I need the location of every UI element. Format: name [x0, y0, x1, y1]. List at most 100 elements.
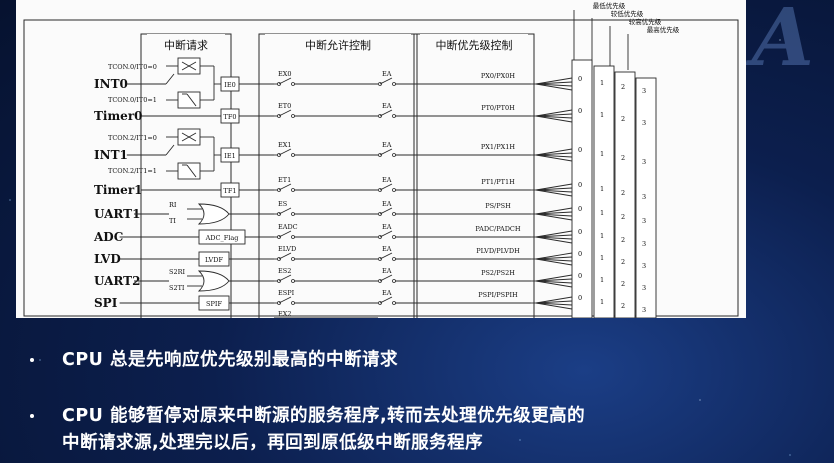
mux-input-label: 0 [578, 205, 582, 213]
mux-input-label: 1 [600, 111, 604, 119]
priority-label-timer0: PT0/PT0H [481, 104, 515, 112]
or-gate [197, 203, 230, 225]
fanout-wire [535, 213, 573, 217]
gate-input-label: RI [169, 201, 177, 209]
mux-input-label: 0 [578, 146, 582, 154]
fanout-wire [535, 183, 573, 191]
diagram-frame [23, 19, 739, 317]
enable-switch-int1 [278, 148, 292, 156]
flag-label-adc: ADC_Flag [205, 234, 239, 242]
section-requests-title: 中断请求 [164, 38, 208, 52]
ea-label: EA [382, 102, 392, 110]
source-label-spi: SPI [94, 296, 118, 310]
ea-switch [379, 230, 393, 238]
section-priority-header-bg [420, 34, 528, 54]
level-symbol-line [186, 93, 197, 107]
enable-label-timer1: ET1 [278, 176, 291, 184]
fanout-wire [535, 109, 573, 117]
priority-mux-1 [593, 65, 615, 318]
source-label-lvd: LVD [94, 252, 121, 266]
fanout-wire [535, 154, 573, 162]
source-label-timer1: Timer1 [94, 183, 143, 197]
fanout-wire [535, 148, 573, 156]
fanout-wire [535, 296, 573, 304]
mux-input-label: 2 [621, 258, 625, 266]
enable-switch-uart1 [278, 207, 292, 215]
fanout-wire [535, 189, 573, 193]
priority-label-uart1: PS/PSH [485, 202, 511, 210]
flag-label-timer1: TF1 [224, 187, 237, 195]
caption-line-2b: 中断请求源,处理完以后，再回到原低级中断服务程序 [62, 433, 484, 453]
enable-label-lvd: ELVD [278, 245, 296, 253]
fanout-wire [535, 83, 573, 87]
mux-input-label: 0 [578, 228, 582, 236]
fanout-wire [535, 256, 573, 260]
enable-label-adc: EADC [278, 223, 298, 231]
section-priority-box [413, 33, 535, 318]
mux-input-label: 2 [621, 189, 625, 197]
section-priority-title: 中断优先级控制 [436, 38, 513, 52]
mux-input-label: 2 [621, 115, 625, 123]
ea-label: EA [382, 245, 392, 253]
mux-input-label: 1 [600, 209, 604, 217]
ea-switch [379, 148, 393, 156]
level-trigger-box [177, 162, 201, 180]
ea-switch [379, 274, 393, 282]
enable-switch-uart2 [278, 274, 292, 282]
source-label-uart1: UART1 [94, 207, 140, 221]
priority-header-1: 最低优先级 [593, 1, 626, 10]
flag-label-lvd: LVDF [205, 256, 223, 264]
source-label-uart2: UART2 [94, 274, 140, 288]
priority-label-int1: PX1/PX1H [481, 143, 515, 151]
enable-label-uart1: ES [278, 200, 287, 208]
ea-label: EA [382, 267, 392, 275]
priority-header-3: 较高优先级 [629, 17, 662, 26]
ea-label: EA [382, 289, 392, 297]
fanout-wire [535, 258, 573, 262]
enable-switch-adc [278, 230, 292, 238]
mode-switch [165, 73, 175, 85]
fanout-wire [535, 115, 573, 123]
fanout-wire [535, 154, 573, 158]
priority-label-lvd: PLVD/PLVDH [476, 247, 520, 255]
mux-input-label: 0 [578, 250, 582, 258]
fanout-wire [535, 207, 573, 215]
source-label-timer0: Timer0 [94, 109, 143, 123]
mux-input-label: 3 [642, 158, 646, 166]
fanout-wire [535, 236, 573, 244]
mux-input-label: 2 [621, 236, 625, 244]
mux-input-label: 1 [600, 254, 604, 262]
mux-input-label: 1 [600, 298, 604, 306]
caption-line-2a: CPU 能够暂停对原来中断源的服务程序,转而去处理优先级更高的 [62, 406, 586, 426]
gate-input-label: S2RI [169, 268, 185, 276]
fanout-wire [535, 77, 573, 85]
enable-switch-lvd [278, 252, 292, 260]
mux-input-label: 2 [621, 280, 625, 288]
ea-label: EA [382, 141, 392, 149]
flag-label-int1: IE1 [224, 152, 235, 160]
mux-input-label: 3 [642, 240, 646, 248]
priority-label-spi: PSPI/PSPIH [478, 291, 518, 299]
condition-label: TCON.2/IT1=0 [108, 134, 157, 142]
caption-line-1: CPU 总是先响应优先级别最高的中断请求 [62, 350, 398, 370]
priority-header-4: 最高优先级 [647, 25, 680, 34]
ea-switch [379, 296, 393, 304]
section-enable-header-bg [265, 34, 411, 54]
ea-label: EA [382, 70, 392, 78]
enable-switch-spi [278, 296, 292, 304]
enable-label-int0: EX0 [278, 70, 292, 78]
level-trigger-box [177, 91, 201, 109]
fanout-wire [535, 81, 573, 85]
source-label-int0: INT0 [94, 77, 128, 91]
source-label-adc: ADC [93, 230, 123, 244]
ea-label: EA [382, 200, 392, 208]
ea-switch [379, 109, 393, 117]
condition-label: TCON.0/IT0=1 [108, 96, 157, 104]
decorative-letter: A [751, 0, 814, 84]
mux-input-label: 0 [578, 75, 582, 83]
mux-input-label: 3 [642, 306, 646, 314]
fanout-wire [535, 274, 573, 282]
fanout-wire [535, 113, 573, 117]
level-symbol-line [186, 164, 197, 178]
ea-switch [379, 207, 393, 215]
